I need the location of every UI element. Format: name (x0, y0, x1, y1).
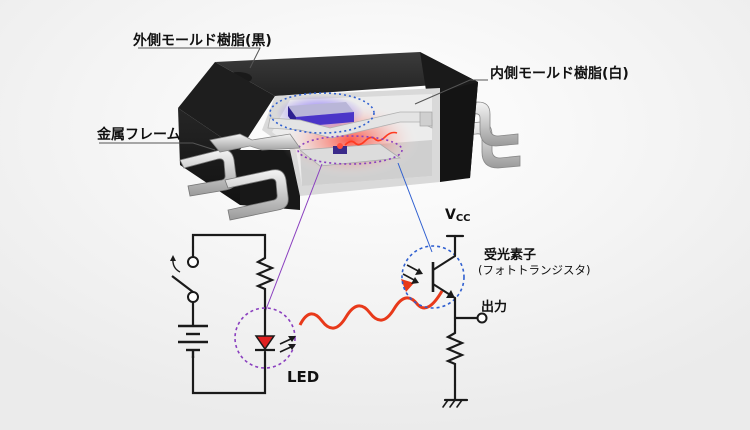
receive-arrowhead-2 (411, 277, 419, 284)
connector-receiver (397, 162, 433, 253)
led-highlight-inner (297, 135, 403, 165)
phototransistor-symbol (401, 245, 465, 309)
ground-hatch-2 (449, 399, 456, 408)
label-metal-frame: 金属フレーム (97, 127, 181, 143)
circuit-wires (191, 233, 275, 395)
receiver-highlight-inner (269, 92, 375, 134)
leader-inner-mold (414, 79, 488, 105)
transistor-collector (432, 255, 456, 271)
connector-led (264, 163, 323, 313)
label-inner-mold: 内側モールド樹脂(白) (490, 66, 629, 82)
label-receiver: 受光素子 (484, 248, 537, 263)
receiver-highlight-circle (401, 245, 465, 309)
switch-contact-bottom (187, 291, 199, 303)
ground-hatch-3 (456, 399, 463, 408)
led-triangle (254, 335, 276, 351)
inner-light-wave (344, 131, 398, 146)
label-phototransistor: (フォトトランジスタ) (478, 263, 591, 277)
label-leaders (99, 47, 488, 151)
metal-frame-cut (209, 133, 301, 153)
led-emit-arrowhead-1 (288, 336, 296, 342)
led-chip (333, 146, 347, 154)
package-left-face (178, 62, 275, 150)
package-top-face (215, 52, 478, 96)
battery (178, 324, 208, 358)
output-wires (442, 234, 480, 408)
light-wave-arrowhead (401, 279, 414, 292)
output-terminal (476, 312, 488, 324)
transistor-emitter-arrow (446, 290, 455, 298)
resistor-led (255, 248, 275, 302)
label-vcc-sub: CC (455, 213, 471, 224)
wire-bottom (191, 350, 267, 395)
receive-arrowhead-1 (415, 268, 423, 275)
led-symbol (234, 307, 296, 369)
package-right-edge (440, 82, 478, 182)
leader-outer-mold (138, 47, 261, 69)
inner-frame-upper (267, 111, 433, 139)
switch-arrow-head (170, 255, 176, 261)
inner-lead-block (419, 111, 433, 127)
leader-metal-frame (99, 142, 216, 151)
switch (170, 255, 199, 303)
receiver-chip-top (288, 102, 354, 117)
light-wave (298, 290, 444, 330)
ground-hatch-1 (442, 399, 449, 408)
package (178, 52, 521, 221)
switch-lever (171, 275, 194, 293)
led-chip-glow (337, 143, 343, 149)
led-emit-arrowhead-2 (288, 344, 296, 350)
label-output: 出力 (481, 300, 508, 315)
switch-contact-top (187, 256, 199, 268)
label-outer-mold: 外側モールド樹脂(黒) (133, 33, 272, 49)
metal-lead-left-2 (224, 169, 289, 221)
led-highlight-circle (234, 307, 296, 369)
inner-frame-lower (298, 143, 402, 167)
metal-lead-left-1 (179, 149, 237, 197)
label-vcc: VCC (445, 207, 471, 224)
wire-top (191, 233, 267, 252)
resistor-output (445, 323, 465, 387)
label-vcc-main: V (445, 207, 456, 223)
label-led: LED (287, 368, 320, 386)
